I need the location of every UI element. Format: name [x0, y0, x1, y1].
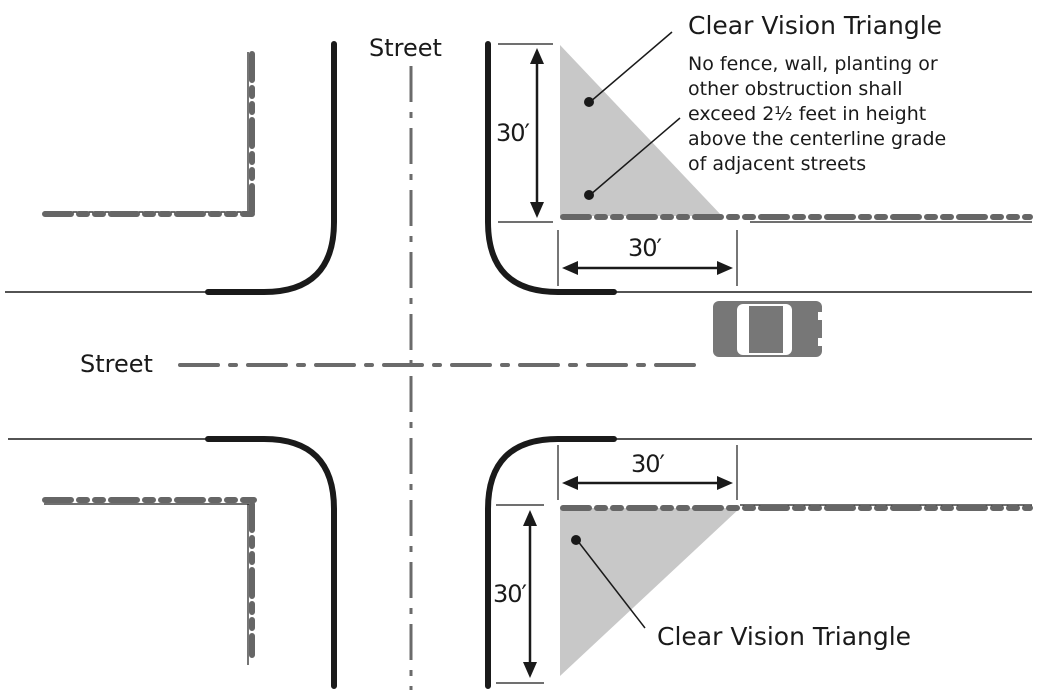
street-label-horizontal: Street	[80, 350, 153, 378]
car-icon	[713, 301, 824, 357]
note-line-5: of adjacent streets	[688, 153, 866, 175]
property-line-top-left	[42, 51, 255, 217]
dimension-label-top-horizontal: 30′	[628, 234, 662, 262]
note-line-3: exceed 2½ feet in height	[688, 103, 926, 125]
clear-vision-triangle-title-top: Clear Vision Triangle	[688, 11, 942, 40]
leader-top-2	[584, 117, 681, 200]
property-line-bottom-left	[42, 497, 257, 665]
note-line-4: above the centerline grade	[688, 128, 946, 150]
dimension-bottom-vertical	[496, 504, 544, 684]
curb-bottom-left	[205, 436, 337, 689]
dimension-bottom-horizontal	[557, 445, 738, 500]
dimension-label-top-vertical: 30′	[496, 119, 530, 147]
street-label-vertical: Street	[369, 34, 442, 62]
dimension-top-horizontal	[557, 230, 738, 286]
dimension-label-bottom-vertical: 30′	[493, 580, 527, 608]
curb-top-left	[205, 41, 337, 295]
clear-vision-triangle-title-bottom: Clear Vision Triangle	[657, 622, 911, 651]
property-line-top-right	[560, 214, 1033, 223]
leader-top-1	[584, 31, 673, 107]
curb-top-right	[485, 41, 617, 295]
note-line-1: No fence, wall, planting or	[688, 53, 938, 75]
clear-vision-triangle-bottom	[560, 508, 740, 676]
curb-bottom-right	[485, 436, 617, 689]
clear-vision-triangle-top	[560, 45, 722, 216]
note-line-2: other obstruction shall	[688, 78, 903, 100]
dimension-top-vertical	[498, 43, 553, 223]
property-line-bottom-right	[560, 504, 1033, 511]
dimension-label-bottom-horizontal: 30′	[631, 450, 665, 478]
leader-bottom	[571, 535, 646, 629]
